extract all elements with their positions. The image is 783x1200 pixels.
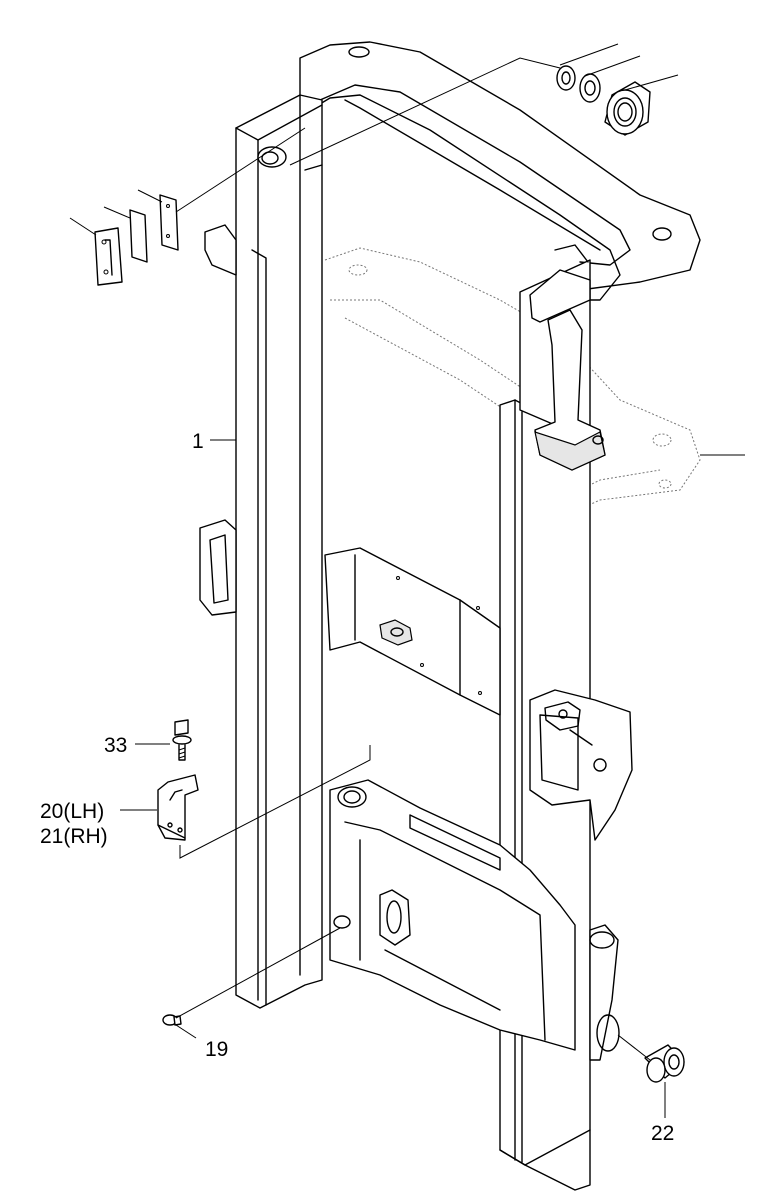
callout-1: 1 (192, 430, 204, 453)
left-upright-rail (204, 94, 323, 1009)
part-22-bushing (644, 1044, 685, 1083)
middle-cross-plate (324, 547, 501, 716)
callout-20-lh: 20(LH) (40, 800, 104, 823)
right-upper-bracket (529, 244, 606, 471)
lower-crossmember (329, 779, 576, 1051)
callout-22: 22 (651, 1122, 674, 1145)
top-bearing-assembly (289, 43, 679, 166)
left-top-boss (257, 146, 287, 168)
right-lower-mount (589, 924, 620, 1061)
leader-19-assembly (175, 927, 341, 1019)
leader-19 (175, 1024, 197, 1039)
top-left-shims (69, 127, 306, 286)
left-side-loop (199, 519, 237, 616)
ghost-crossmember (324, 247, 701, 526)
callout-21-rh: 21(RH) (40, 825, 108, 848)
part-33-bolt (172, 719, 192, 761)
callout-33: 33 (104, 734, 127, 757)
part-20-21-bracket (157, 745, 371, 859)
callout-19: 19 (205, 1038, 228, 1061)
upper-crossmember (299, 41, 701, 301)
right-side-loop (529, 689, 633, 841)
leader-22-assembly (617, 1034, 651, 1061)
